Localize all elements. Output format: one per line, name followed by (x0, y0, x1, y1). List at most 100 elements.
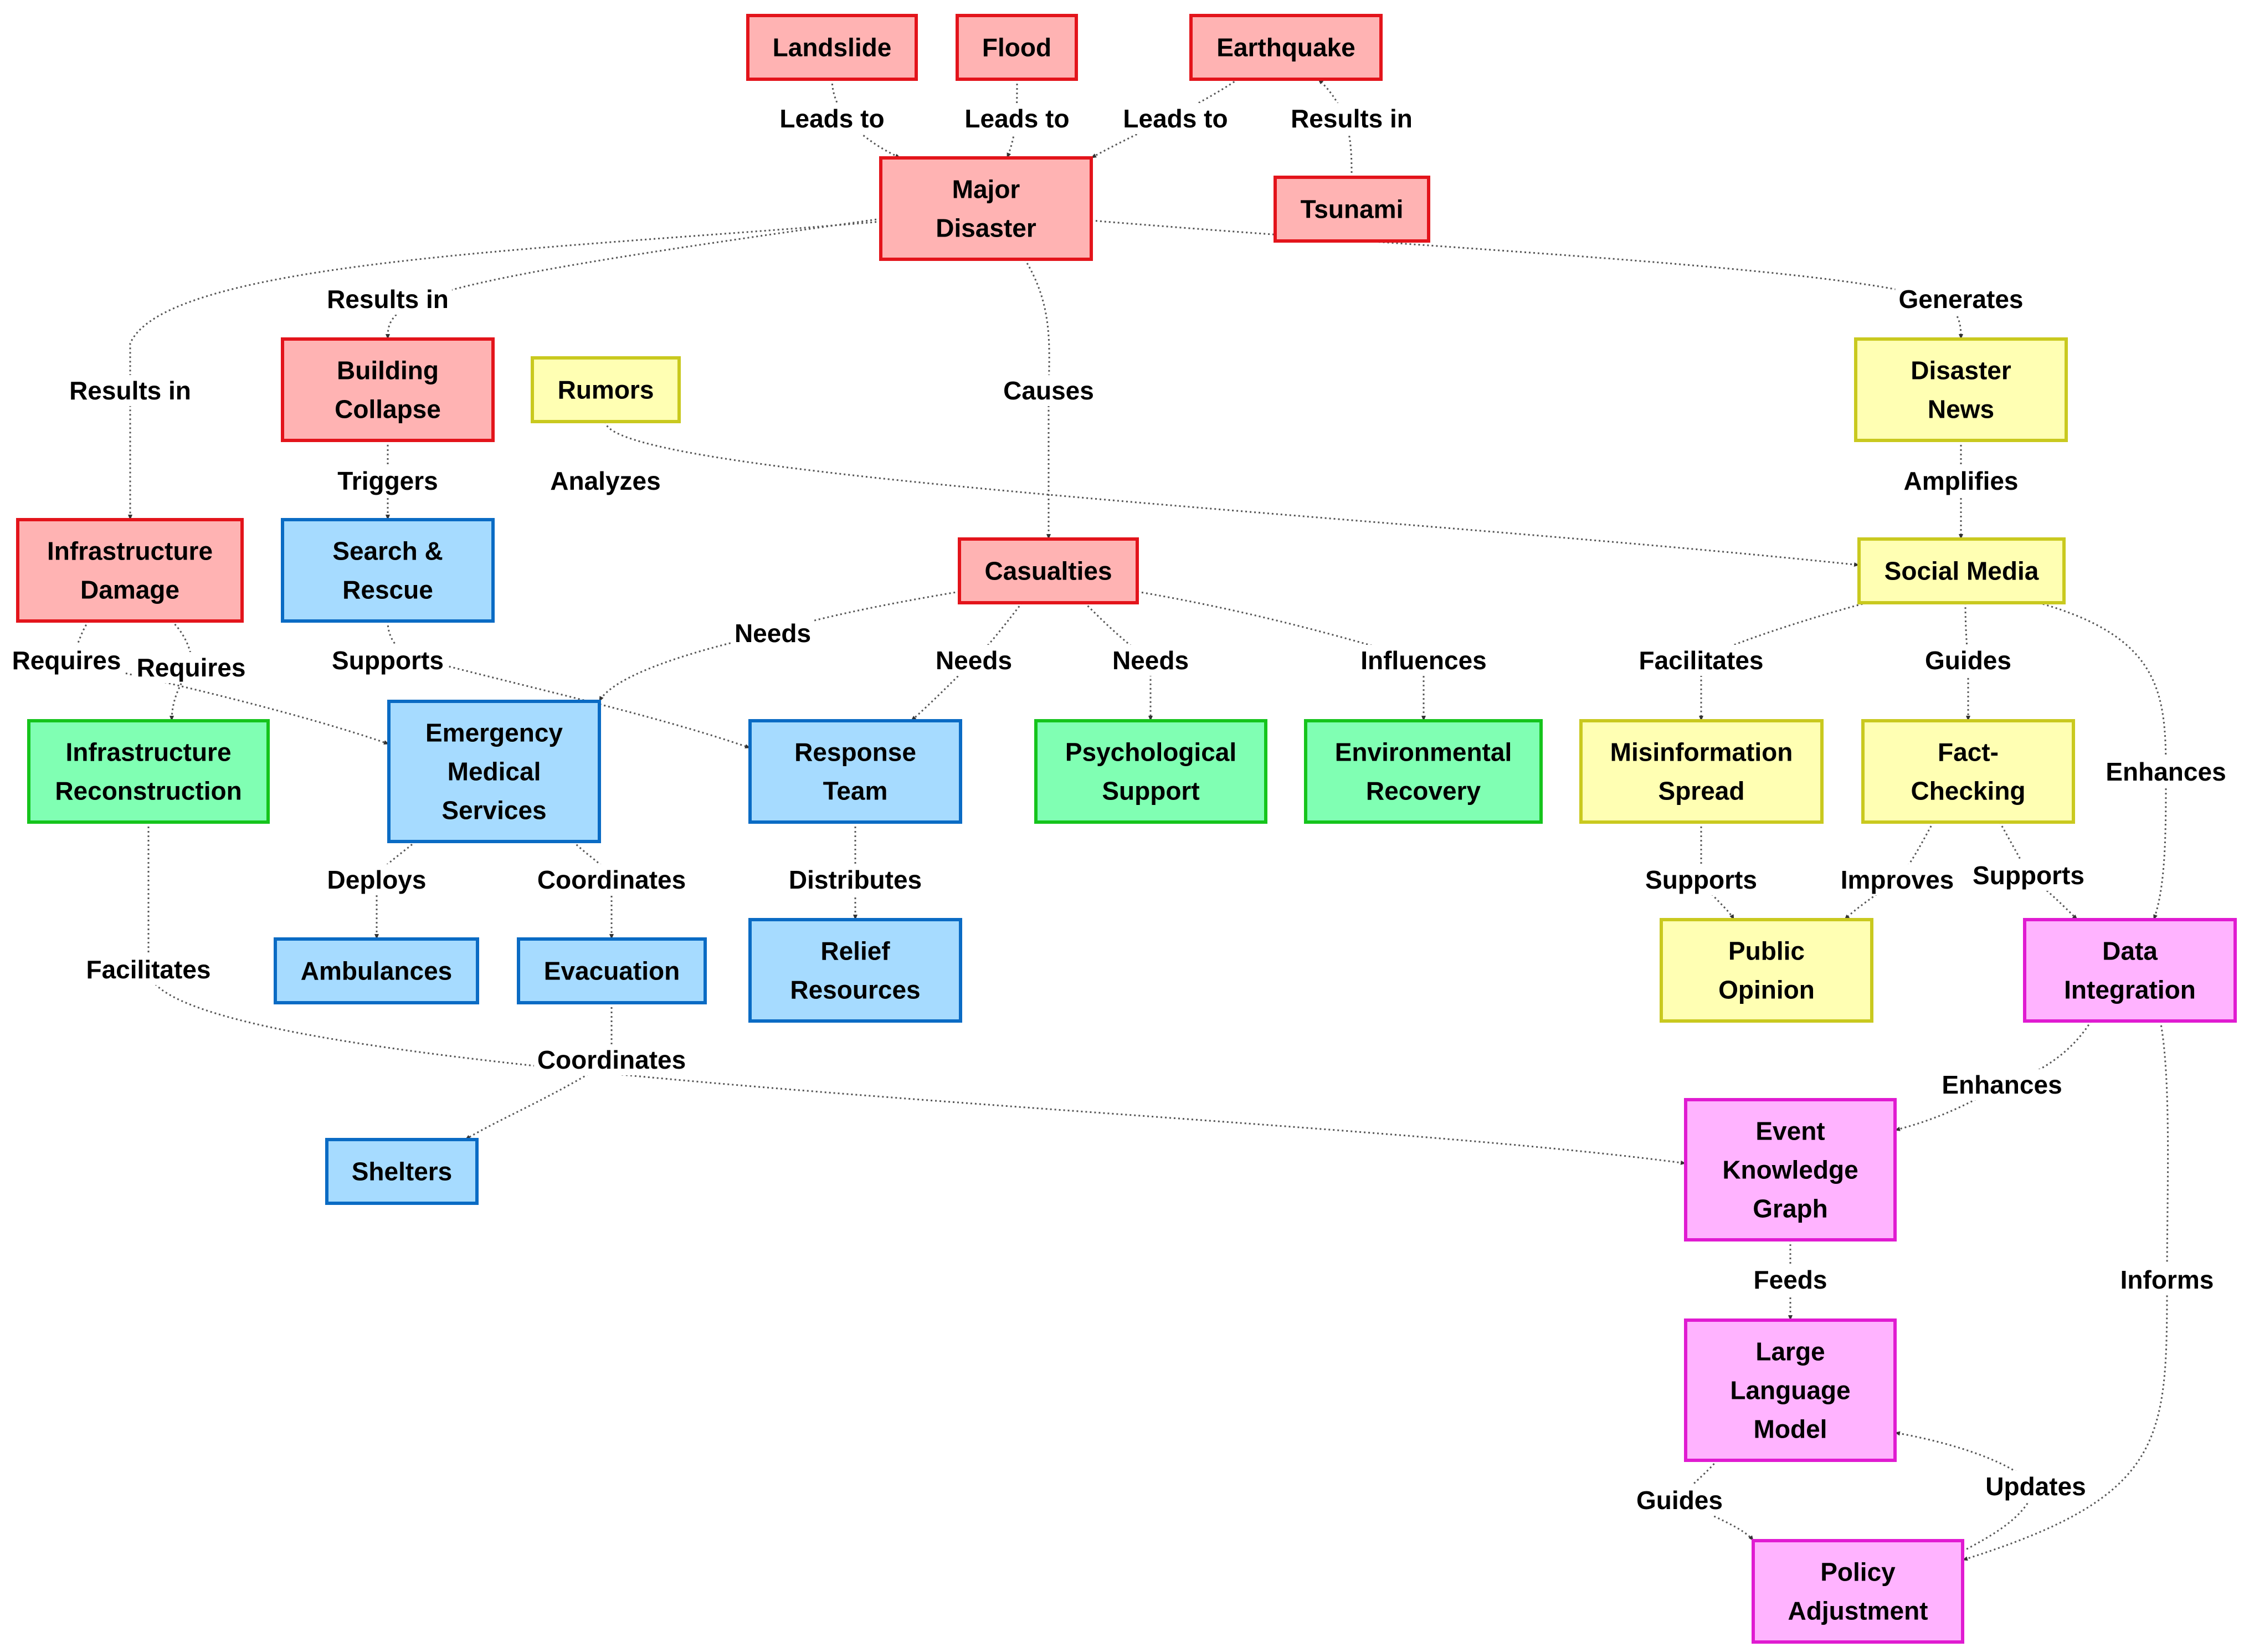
node-label-public-opinion: Opinion (1718, 976, 1815, 1004)
edge-label-casualties-to-response-team: Needs (936, 646, 1012, 675)
node-box-flood (956, 14, 1078, 81)
edge-label-llm-to-policy-adjustment: Guides (1636, 1486, 1723, 1515)
node-label-flood: Flood (982, 33, 1051, 62)
node-label-disaster-news: News (1928, 395, 1994, 424)
edge-label-earthquake-to-major-disaster: Leads to (1123, 104, 1228, 133)
node-evacuation: Evacuation (517, 937, 707, 1004)
node-box-casualties (958, 537, 1139, 604)
node-box-psych-support (1034, 719, 1267, 824)
node-label-env-recovery: Environmental (1335, 738, 1512, 767)
node-label-evacuation: Evacuation (544, 957, 680, 986)
edge-label-infrastructure-damage-to-ems: Requires (12, 646, 121, 675)
node-label-misinfo-spread: Misinformation (1610, 738, 1793, 767)
edge-social-media-to-data-integration (2038, 602, 2167, 920)
edge-label-bg (83, 954, 214, 985)
node-search-rescue: Search &Rescue (281, 518, 495, 623)
node-label-rumors: Rumors (558, 376, 654, 404)
edge-label-rumors-to-social-media: Analyzes (550, 466, 660, 495)
node-box-tsunami (1274, 176, 1430, 243)
node-tsunami: Tsunami (1274, 176, 1430, 243)
edge-label-fact-checking-to-data-integration: Supports (1973, 861, 2084, 890)
node-box-llm (1684, 1318, 1897, 1462)
node-label-psych-support: Psychological (1065, 738, 1236, 767)
node-box-infrastructure-reconstruction (27, 719, 270, 824)
node-label-building-collapse: Collapse (335, 395, 441, 424)
edge-label-bg (133, 652, 249, 683)
edge-label-building-collapse-to-search-rescue: Triggers (337, 466, 438, 495)
node-label-infrastructure-reconstruction: Reconstruction (55, 777, 242, 806)
node-label-infrastructure-damage: Infrastructure (47, 537, 213, 566)
node-landslide: Landslide (746, 14, 918, 81)
node-label-misinfo-spread: Spread (1658, 777, 1745, 806)
edge-label-response-team-to-relief-resources: Distributes (789, 865, 922, 894)
edge-label-bg (1969, 860, 2088, 891)
edge-label-data-integration-to-ekg: Enhances (1942, 1070, 2062, 1099)
edge-label-bg (731, 618, 815, 649)
edge-label-landslide-to-major-disaster: Leads to (779, 104, 884, 133)
node-flood: Flood (956, 14, 1078, 81)
edge-label-major-disaster-to-building-collapse: Results in (327, 285, 449, 314)
edge-label-bg (547, 465, 664, 496)
node-box-major-disaster (879, 156, 1093, 261)
edge-label-bg (533, 864, 690, 895)
edge-label-bg (785, 864, 926, 895)
edge-label-bg (1895, 284, 2027, 315)
edge-label-major-disaster-to-infrastructure-damage: Results in (69, 376, 191, 405)
edge-label-policy-adjustment-to-llm: Updates (1985, 1472, 2086, 1501)
edge-label-tsunami-to-earthquake: Results in (1291, 104, 1413, 133)
node-label-public-opinion: Public (1728, 937, 1805, 966)
node-box-env-recovery (1304, 719, 1543, 824)
edge-label-bg (961, 103, 1073, 134)
edge-label-social-media-to-misinfo-spread: Facilitates (1639, 646, 1764, 675)
node-label-shelters: Shelters (352, 1157, 453, 1186)
node-ambulances: Ambulances (274, 937, 479, 1004)
edge-label-bg (334, 465, 441, 496)
node-box-search-rescue (281, 518, 495, 623)
edge-label-bg (66, 375, 194, 406)
node-box-infrastructure-damage (16, 518, 244, 623)
node-label-policy-adjustment: Adjustment (1788, 1597, 1928, 1625)
edge-label-ekg-to-llm: Feeds (1754, 1265, 1827, 1294)
node-label-data-integration: Integration (2064, 976, 2196, 1004)
edge-label-ems-to-ambulances: Deploys (327, 865, 427, 894)
edge-label-infrastructure-damage-to-infrastructure-reconstruction: Requires (137, 653, 246, 682)
node-box-shelters (325, 1138, 479, 1205)
node-label-fact-checking: Checking (1911, 777, 2025, 806)
edge-casualties-to-response-team (911, 602, 1023, 722)
node-box-misinfo-spread (1579, 719, 1824, 824)
edge-flood-to-major-disaster (1006, 79, 1018, 158)
edge-label-bg (1982, 1471, 2089, 1502)
edge-label-major-disaster-to-casualties: Causes (1003, 376, 1094, 405)
node-label-major-disaster: Disaster (936, 214, 1036, 243)
node-label-social-media: Social Media (1885, 557, 2039, 586)
node-label-earthquake: Earthquake (1216, 33, 1355, 62)
edge-label-bg (2117, 1264, 2217, 1295)
edge-label-bg (932, 645, 1016, 676)
node-box-policy-adjustment (1752, 1539, 1964, 1644)
node-label-policy-adjustment: Policy (1820, 1558, 1896, 1587)
edge-label-bg (1635, 645, 1767, 676)
node-label-response-team: Team (823, 777, 888, 806)
edge-label-bg (324, 864, 430, 895)
edge-label-evacuation-to-shelters: Coordinates (537, 1045, 686, 1074)
node-rumors: Rumors (531, 356, 681, 423)
edge-label-fact-checking-to-public-opinion: Improves (1841, 865, 1954, 894)
node-box-response-team (748, 719, 962, 824)
node-label-psych-support: Support (1102, 777, 1199, 806)
node-box-fact-checking (1861, 719, 2075, 824)
edge-label-misinfo-spread-to-public-opinion: Supports (1645, 865, 1757, 894)
node-label-casualties: Casualties (984, 557, 1112, 586)
edge-label-bg (2102, 756, 2230, 787)
node-box-ems (387, 700, 601, 843)
